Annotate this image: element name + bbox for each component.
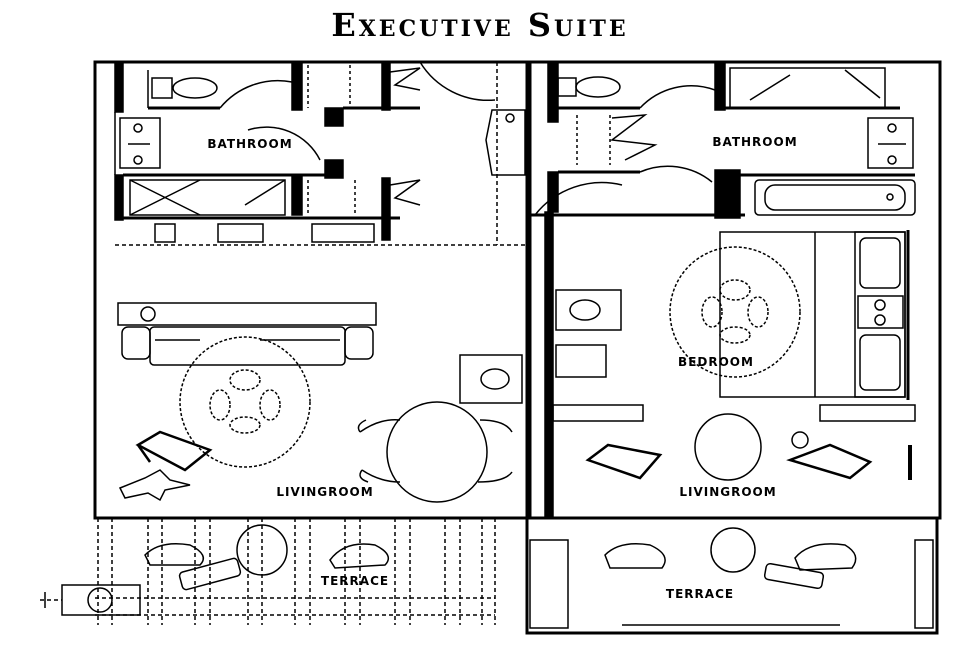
right-livingroom-label: LIVINGROOM: [679, 485, 776, 499]
right-toilet: [557, 76, 621, 98]
left-bathroom-inner-door: [247, 126, 321, 161]
right-desk: [555, 289, 622, 378]
right-partitions: [552, 404, 916, 422]
left-tv-cabinet: [459, 354, 523, 404]
left-closet-lines: [307, 65, 356, 215]
bedroom-label: BEDROOM: [678, 355, 754, 369]
left-sofa: [117, 302, 377, 366]
right-terrace: [529, 527, 934, 629]
left-bathroom-label: BATHROOM: [207, 137, 292, 151]
left-terrace-rails: [95, 518, 496, 625]
right-living-chairs: [585, 443, 873, 480]
left-livingroom-label: LIVINGROOM: [276, 485, 373, 499]
left-terrace-fixture: [40, 584, 141, 616]
left-terrace-furniture: [144, 524, 390, 591]
left-ceiling-fan: [179, 336, 311, 468]
left-vanity-sink: [119, 117, 161, 169]
right-vanity-sink: [867, 117, 914, 169]
right-entry-door: [534, 181, 623, 216]
left-shower: [129, 179, 286, 216]
left-bathroom-door-swing: [219, 79, 293, 109]
left-tv: [480, 368, 510, 390]
right-bed: [719, 230, 910, 400]
left-plant: [118, 469, 191, 502]
left-closet-door-bottom: [389, 179, 421, 206]
left-dining-set: [357, 401, 513, 503]
right-lamp: [791, 431, 809, 449]
right-bathroom-label: BATHROOM: [712, 135, 797, 149]
right-bathroom-inner-door: [639, 165, 713, 183]
right-shower: [729, 67, 886, 109]
left-closet-door-top: [389, 67, 421, 91]
left-wall-cabinet: [485, 109, 526, 176]
left-armchair: [135, 430, 213, 472]
right-bathroom-door-swing: [639, 85, 716, 109]
left-toilet: [151, 77, 218, 99]
left-terrace-label: TERRACE: [321, 574, 389, 588]
right-bathtub: [754, 179, 916, 216]
right-ceiling-fan: [669, 246, 801, 378]
left-kitchenette: [154, 223, 375, 243]
left-entry-door: [419, 61, 496, 102]
right-terrace-label: TERRACE: [666, 587, 734, 601]
right-closet-door: [610, 114, 658, 161]
right-coffee-table: [694, 413, 762, 481]
left-bathroom-walls: [114, 61, 527, 246]
plan-title: Executive Suite: [331, 6, 629, 44]
right-closet-lines: [576, 115, 611, 165]
